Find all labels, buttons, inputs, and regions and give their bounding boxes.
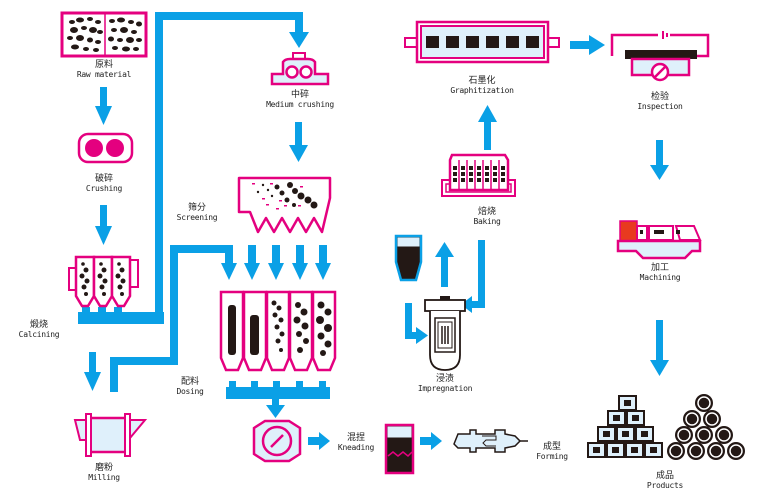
label-baking: 焙烧 Baking [473, 207, 500, 227]
arrow-baking-to-impregnation [461, 240, 485, 313]
impregnation-autoclave-icon [424, 296, 466, 371]
graphitization-furnace-icon [404, 20, 560, 64]
label-en: Forming [536, 452, 568, 462]
calcining-discharge-pipe [78, 307, 164, 324]
label-zh: 成品 [655, 471, 675, 481]
label-zh: 破碎 [94, 174, 114, 184]
inspection-device-icon [610, 31, 710, 82]
label-en: Impregnation [417, 384, 473, 394]
label-dosing: 配料 Dosing [176, 377, 203, 397]
dosing-silos-icon [219, 290, 337, 372]
arrow-baking-to-graphitization [478, 105, 497, 150]
calciner-icon [68, 255, 139, 308]
raw-material-bin-icon [60, 11, 148, 58]
arrow-machining-to-products [650, 320, 669, 376]
arrow-inspection-to-machining [650, 140, 669, 180]
arrow-medium-crushing-to-screening [289, 122, 308, 162]
label-en: Products [646, 481, 684, 491]
crusher-icon [77, 132, 134, 164]
label-zh: 磨粉 [94, 463, 113, 473]
screening-output-arrows [170, 245, 331, 325]
lathe-icon [616, 220, 702, 260]
pipe-to-milling [110, 320, 178, 392]
label-en: Kneading [337, 443, 375, 453]
label-calcining: 煅烧 Calcining [19, 320, 60, 340]
label-en: Machining [639, 273, 681, 283]
pitch-tank-icon [394, 234, 423, 282]
label-zh: 焙烧 [477, 207, 497, 217]
label-zh: 成型 [542, 442, 561, 452]
label-products: 成品 Products [647, 471, 683, 491]
arrow-raw-to-crushing [95, 87, 112, 125]
arrow-pitch-to-impregnation [405, 303, 428, 344]
label-crushing: 破碎 Crushing [86, 174, 122, 194]
medium-crusher-icon [270, 52, 330, 86]
label-en: Dosing [176, 387, 204, 397]
arrow-calcining-to-milling [84, 352, 101, 391]
baking-furnace-icon [441, 153, 516, 197]
label-graphitization: 石墨化 Graphitization [450, 76, 514, 96]
label-milling: 磨粉 Milling [88, 463, 120, 483]
arrow-crushing-to-calcining [95, 205, 112, 245]
label-zh: 配料 [180, 377, 200, 387]
label-zh: 浸渍 [435, 374, 455, 384]
pipe-calcining-to-medium-crushing [155, 12, 309, 324]
label-zh: 原料 [94, 60, 114, 70]
label-zh: 混捏 [346, 433, 366, 443]
arrow-impregnation-to-baking [435, 242, 454, 287]
label-screening: 筛分 Screening [177, 203, 218, 223]
products-rods-icon [667, 394, 745, 460]
label-forming: 成型 Forming [536, 442, 568, 462]
label-en: Graphitization [450, 86, 514, 96]
label-en: Milling [88, 473, 120, 483]
label-en: Baking [473, 217, 501, 227]
paste-container-icon [384, 423, 415, 475]
label-en: Raw material [76, 70, 132, 80]
label-en: Crushing [85, 184, 123, 194]
label-zh: 筛分 [187, 203, 206, 213]
label-inspection: 检验 Inspection [637, 92, 682, 112]
arrow-paste-to-forming [420, 432, 442, 450]
flow-lines [78, 12, 669, 450]
arrow-kneading-to-paste [308, 432, 330, 450]
label-en: Inspection [637, 102, 683, 112]
extrusion-press-icon [453, 429, 528, 453]
label-zh: 加工 [650, 263, 669, 273]
kneader-icon [252, 419, 302, 463]
label-raw-material: 原料 Raw material [76, 60, 132, 80]
label-machining: 加工 Machining [640, 263, 681, 283]
label-zh: 石墨化 [468, 76, 496, 86]
label-kneading: 混捏 Kneading [338, 433, 374, 453]
label-en: Calcining [18, 330, 60, 340]
label-impregnation: 浸渍 Impregnation [417, 374, 473, 394]
vibrating-screen-icon [237, 176, 332, 234]
label-en: Medium crushing [266, 100, 334, 110]
ball-mill-icon [73, 413, 148, 457]
label-zh: 检验 [650, 92, 670, 102]
arrow-graphitization-to-inspection [570, 35, 605, 55]
dosing-discharge-pipe [226, 381, 330, 418]
label-zh: 煅烧 [29, 320, 48, 330]
label-medium-crushing: 中碎 Medium crushing [266, 90, 334, 110]
label-zh: 中碎 [290, 90, 309, 100]
label-en: Screening [176, 213, 218, 223]
